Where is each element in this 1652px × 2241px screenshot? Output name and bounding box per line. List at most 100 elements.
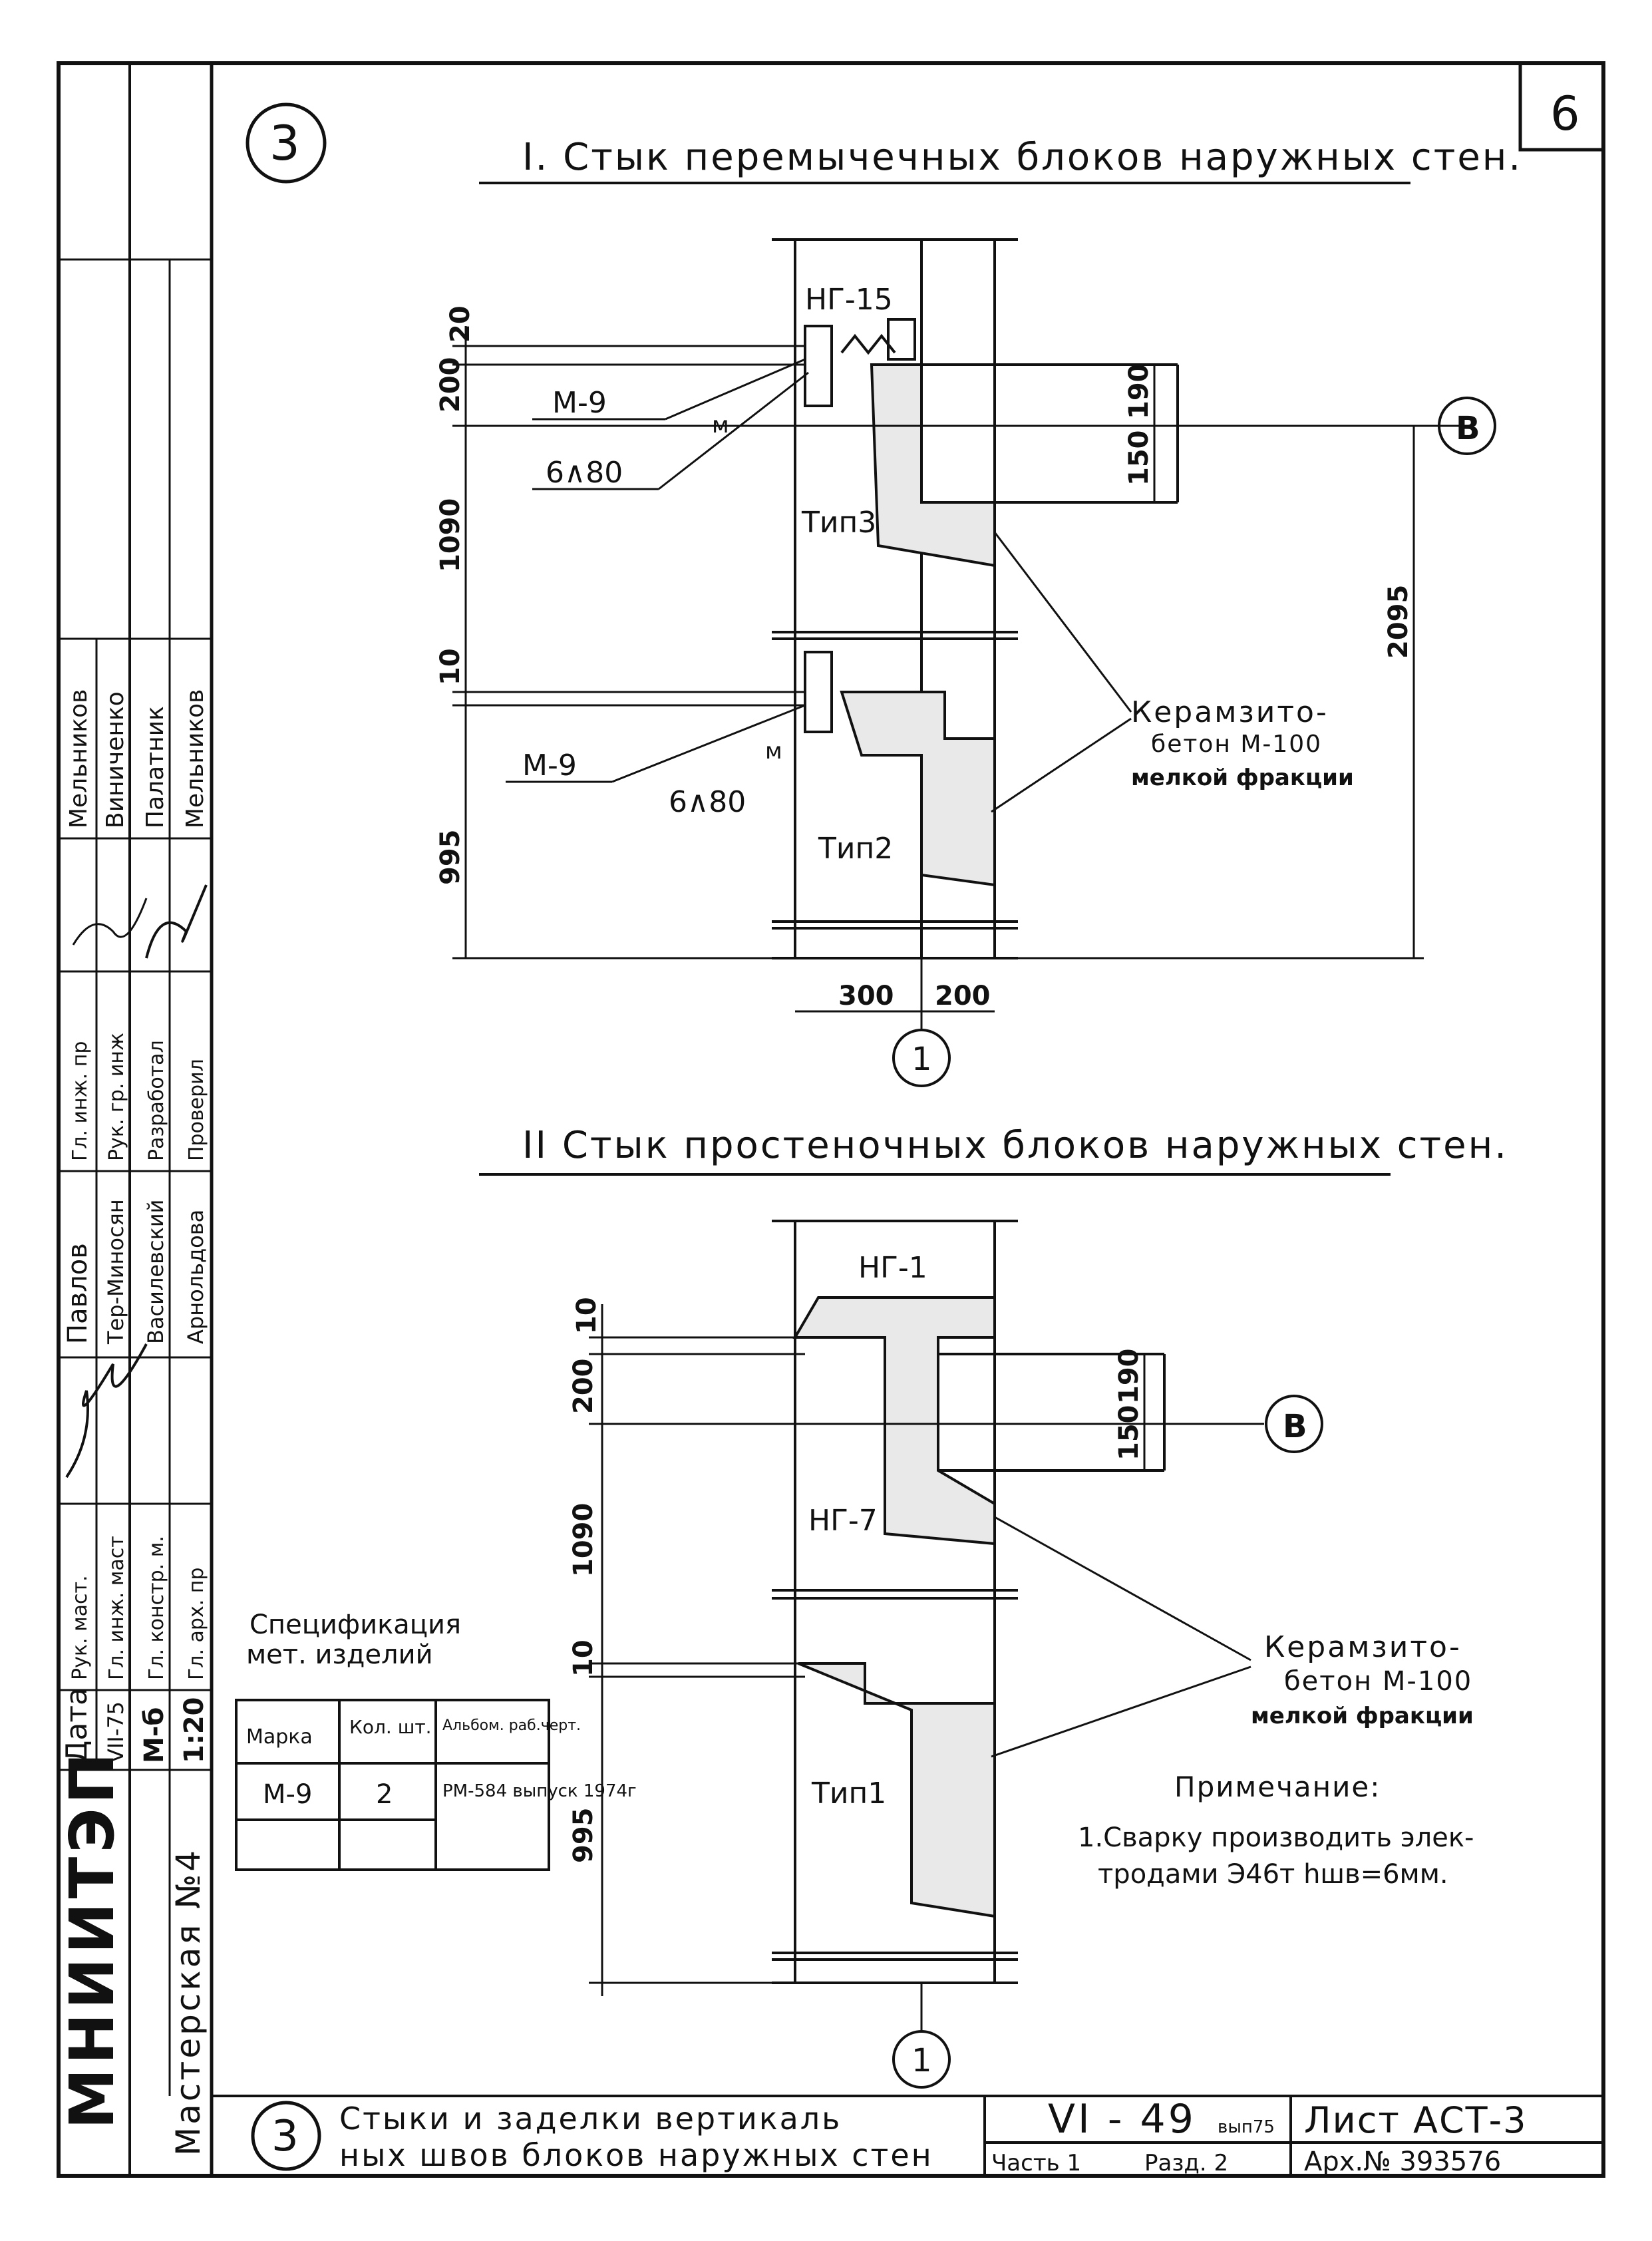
role-3: Гл. констр. м. bbox=[145, 1536, 168, 1680]
spec-table bbox=[235, 1699, 550, 1871]
name2-3: Палатник bbox=[142, 706, 169, 828]
dim-1090: 1090 bbox=[435, 498, 466, 572]
role-2: Гл. инж. маст bbox=[105, 1536, 128, 1680]
name2-4: Мельников bbox=[182, 689, 209, 828]
dim2-10: 10 bbox=[572, 1297, 602, 1334]
note-line2: тродами Э46т hшв=6мм. bbox=[1098, 1859, 1448, 1890]
name2-1: Мельников bbox=[65, 689, 92, 828]
dim2-190: 190 bbox=[1114, 1349, 1144, 1405]
weld-mid-label: 6∧80 bbox=[669, 785, 746, 819]
series-number: VI - 49 bbox=[1048, 2096, 1196, 2143]
axis-b-label: В bbox=[1456, 410, 1480, 447]
dim2-10b: 10 bbox=[568, 1639, 599, 1677]
dim-150: 150 bbox=[1124, 431, 1154, 486]
role2-1: Гл. инж. пр bbox=[69, 1041, 92, 1161]
name-2: Тер-Миносян bbox=[103, 1199, 128, 1345]
sheet-number: 6 bbox=[1550, 86, 1580, 141]
role2-4: Проверил bbox=[185, 1059, 208, 1161]
tip2-label: Тип2 bbox=[818, 832, 893, 866]
tip3-label: Тип3 bbox=[801, 506, 876, 540]
axis2-1-circle bbox=[892, 2030, 951, 2089]
callout1-line1: Керамзито- bbox=[1131, 695, 1329, 729]
role2-2: Рук. гр. инж bbox=[105, 1033, 128, 1161]
dim2-150: 150 bbox=[1114, 1405, 1144, 1461]
org-name: МНИИТЭП bbox=[57, 1749, 128, 2129]
note-line1: 1.Сварку производить элек- bbox=[1078, 1822, 1474, 1853]
note-heading: Примечание: bbox=[1174, 1771, 1381, 1803]
drawing-title-line1: Стыки и заделки вертикаль bbox=[339, 2101, 842, 2137]
series-issue: вып75 bbox=[1218, 2117, 1275, 2137]
section2-wall bbox=[772, 1220, 1166, 1984]
dim-20: 20 bbox=[445, 305, 476, 343]
dim-10: 10 bbox=[435, 648, 466, 685]
callout2-line1: Керамзито- bbox=[1264, 1630, 1462, 1664]
role-1: Рук. маст. bbox=[69, 1575, 92, 1680]
title-detail-number: 3 bbox=[271, 2112, 299, 2161]
dim-300: 300 bbox=[838, 981, 894, 1011]
spec-header-3: Альбом. раб.черт. bbox=[442, 1717, 581, 1734]
section1-dim-lines bbox=[452, 326, 1470, 1013]
m-mark-2: м bbox=[765, 738, 782, 765]
callout1-line2: бетон М-100 bbox=[1151, 731, 1322, 758]
signature-2 bbox=[72, 898, 148, 946]
section-label: Разд. 2 bbox=[1144, 2150, 1228, 2176]
axis2-1-label: 1 bbox=[911, 2042, 932, 2079]
workshop-name: Мастерская №4 bbox=[169, 1848, 208, 2156]
dim2-1090: 1090 bbox=[568, 1503, 599, 1577]
role-4: Гл. арх. пр bbox=[185, 1568, 208, 1680]
callout1-line3: мелкой фракции bbox=[1131, 765, 1354, 791]
dim2-995: 995 bbox=[568, 1808, 599, 1864]
name-4: Арнольдова bbox=[183, 1210, 208, 1344]
m9-mid-label: М-9 bbox=[522, 749, 577, 782]
ng15-label: НГ-15 bbox=[805, 283, 893, 317]
section1-title: I. Стык перемычечных блоков наружных сте… bbox=[522, 136, 1522, 179]
callout2-line3: мелкой фракции bbox=[1251, 1703, 1474, 1729]
part-label: Часть 1 bbox=[991, 2150, 1081, 2176]
date-label: Дата bbox=[60, 1687, 94, 1763]
name-3: Василевский bbox=[143, 1200, 168, 1344]
m9-top-label: М-9 bbox=[552, 386, 607, 420]
section2-title: II Стык простеночных блоков наружных сте… bbox=[522, 1124, 1508, 1167]
dim-2095: 2095 bbox=[1383, 585, 1414, 659]
title-detail-circle bbox=[251, 2101, 321, 2171]
archive-number: Арх.№ 393576 bbox=[1304, 2147, 1501, 2177]
scale-label: М-б bbox=[139, 1707, 170, 1763]
callout2-line2: бетон М-100 bbox=[1284, 1666, 1472, 1697]
spec-header-1: Марка bbox=[246, 1725, 313, 1749]
detail-circle bbox=[246, 102, 327, 184]
bottom-title-block bbox=[212, 2095, 1603, 2176]
scale-value: 1:20 bbox=[179, 1697, 210, 1764]
spec-title-2: мет. изделий bbox=[246, 1639, 433, 1670]
sheet-number-box bbox=[1518, 61, 1605, 152]
axis-1-circle bbox=[892, 1029, 951, 1087]
spec-cell-qty: 2 bbox=[376, 1779, 393, 1810]
spec-cell-album: РМ-584 выпуск 1974г bbox=[442, 1781, 637, 1801]
dim2-200: 200 bbox=[568, 1359, 599, 1415]
axis-b-circle bbox=[1438, 397, 1496, 455]
signature-1 bbox=[65, 1343, 148, 1478]
signature-3 bbox=[145, 884, 208, 959]
axis-1-label: 1 bbox=[911, 1041, 932, 1078]
name-1: Павлов bbox=[63, 1243, 93, 1344]
dim-995: 995 bbox=[435, 830, 466, 886]
drawing-title-line2: ных швов блоков наружных стен bbox=[339, 2137, 933, 2173]
detail-number: 3 bbox=[269, 115, 300, 171]
role2-3: Разработал bbox=[145, 1040, 168, 1161]
section2-dim-lines bbox=[589, 1304, 1264, 1996]
spec-header-2: Кол. шт. bbox=[349, 1716, 432, 1738]
name2-2: Виниченко bbox=[102, 691, 129, 828]
axis2-b-circle bbox=[1265, 1395, 1323, 1453]
spec-title-1: Спецификация bbox=[249, 1610, 461, 1640]
weld-top-label: 6∧80 bbox=[546, 456, 623, 490]
tip1-label: Тип1 bbox=[811, 1777, 886, 1810]
dim-200: 200 bbox=[435, 357, 466, 413]
ng1-label: НГ-1 bbox=[858, 1251, 927, 1285]
dim-200b: 200 bbox=[935, 981, 991, 1011]
ng7-label: НГ-7 bbox=[808, 1504, 878, 1538]
sheet-frame bbox=[57, 61, 1605, 2178]
dim-190: 190 bbox=[1124, 364, 1154, 420]
spec-cell-mark: М-9 bbox=[263, 1779, 312, 1810]
date-value: VII-75 bbox=[103, 1701, 128, 1763]
sheet-label: Лист АСТ-3 bbox=[1304, 2099, 1527, 2141]
